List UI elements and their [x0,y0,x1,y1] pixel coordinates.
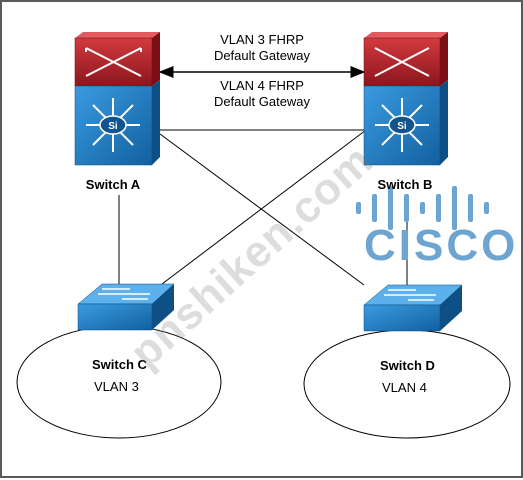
switch-d-icon [363,284,463,332]
vlan3-label: VLAN 3 [94,379,139,394]
svg-text:Si: Si [108,121,118,132]
cisco-logo-text: CISCO [364,221,519,270]
vlan3-fhrp-line1: VLAN 3 FHRP [220,32,304,47]
vlan4-fhrp-line1: VLAN 4 FHRP [220,78,304,93]
switch-d-label: Switch D [380,358,435,373]
cisco-logo-bars [356,186,489,230]
vlan3-fhrp-label: VLAN 3 FHRP Default Gateway [187,32,337,64]
vlan3-fhrp-line2: Default Gateway [213,48,311,63]
switch-a-icon: Si [74,32,160,166]
switch-b-icon: Si [363,32,448,166]
switch-a-label: Switch A [85,177,141,192]
switch-c-icon [77,283,175,331]
vlan4-fhrp-label: VLAN 4 FHRP Default Gateway [187,78,337,110]
switch-c-label: Switch C [92,357,147,372]
vlan4-label: VLAN 4 [382,380,427,395]
link-b-c [161,129,367,285]
svg-text:Si: Si [397,121,407,132]
link-a-d [159,133,365,286]
vlan4-fhrp-line2: Default Gateway [213,94,311,109]
switch-b-label: Switch B [377,177,433,192]
